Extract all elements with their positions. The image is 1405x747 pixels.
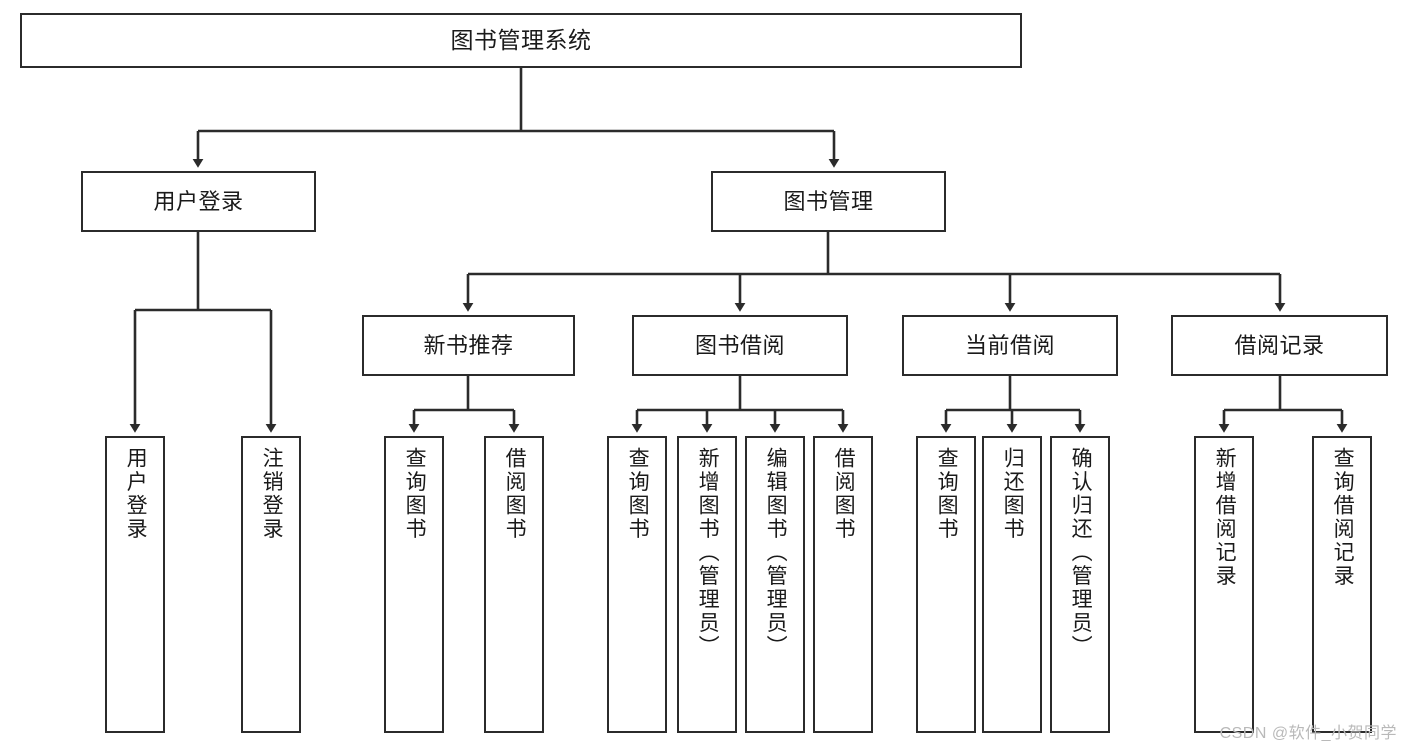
node-user-login-label: 用户登录 (153, 188, 244, 214)
leaf-query-book-3-label: 查询图书 (935, 447, 959, 541)
leaf-confirm-return-label: 确认归还（管理员） (1069, 447, 1093, 659)
leaf-add-book-label: 新增图书（管理员） (696, 447, 720, 659)
node-new-book-rec[interactable]: 新书推荐 (362, 315, 575, 376)
leaf-user-login-label: 用户登录 (124, 447, 148, 541)
leaf-logout-label: 注销登录 (260, 447, 284, 541)
leaf-confirm-return[interactable]: 确认归还（管理员） (1050, 436, 1110, 733)
leaf-query-record-label: 查询借阅记录 (1331, 447, 1355, 588)
leaf-query-record[interactable]: 查询借阅记录 (1312, 436, 1372, 733)
leaf-query-book-1[interactable]: 查询图书 (384, 436, 444, 733)
leaf-borrow-book-1-label: 借阅图书 (503, 447, 527, 541)
node-borrow-record[interactable]: 借阅记录 (1171, 315, 1388, 376)
leaf-edit-book[interactable]: 编辑图书（管理员） (745, 436, 805, 733)
node-current-borrow[interactable]: 当前借阅 (902, 315, 1118, 376)
node-root[interactable]: 图书管理系统 (20, 13, 1022, 68)
leaf-query-book-3[interactable]: 查询图书 (916, 436, 976, 733)
leaf-query-book-1-label: 查询图书 (403, 447, 427, 541)
leaf-add-record[interactable]: 新增借阅记录 (1194, 436, 1254, 733)
node-book-borrow-label: 图书借阅 (694, 332, 785, 358)
leaf-query-book-2-label: 查询图书 (626, 447, 650, 541)
leaf-add-record-label: 新增借阅记录 (1213, 447, 1237, 588)
node-user-login[interactable]: 用户登录 (81, 171, 316, 232)
leaf-return-book-label: 归还图书 (1001, 447, 1025, 541)
node-book-borrow[interactable]: 图书借阅 (632, 315, 848, 376)
leaf-query-book-2[interactable]: 查询图书 (607, 436, 667, 733)
leaf-borrow-book-1[interactable]: 借阅图书 (484, 436, 544, 733)
leaf-borrow-book-2-label: 借阅图书 (832, 447, 856, 541)
node-current-borrow-label: 当前借阅 (964, 332, 1055, 358)
leaf-return-book[interactable]: 归还图书 (982, 436, 1042, 733)
leaf-add-book[interactable]: 新增图书（管理员） (677, 436, 737, 733)
leaf-edit-book-label: 编辑图书（管理员） (764, 447, 788, 659)
node-borrow-record-label: 借阅记录 (1234, 332, 1325, 358)
leaf-logout[interactable]: 注销登录 (241, 436, 301, 733)
node-new-book-rec-label: 新书推荐 (423, 332, 514, 358)
node-book-manage-label: 图书管理 (783, 188, 874, 214)
watermark: CSDN @软件_小贺同学 (1219, 725, 1397, 742)
node-book-manage[interactable]: 图书管理 (711, 171, 946, 232)
leaf-borrow-book-2[interactable]: 借阅图书 (813, 436, 873, 733)
node-root-label: 图书管理系统 (450, 26, 592, 53)
leaf-user-login[interactable]: 用户登录 (105, 436, 165, 733)
